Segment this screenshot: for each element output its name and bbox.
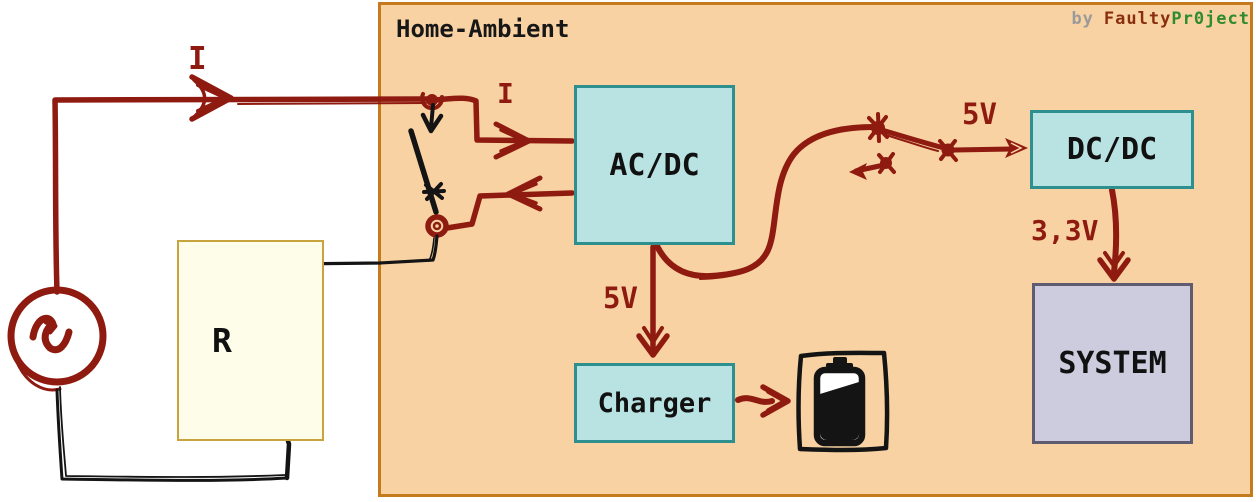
label-voltage-system: 3,3V — [1031, 214, 1099, 247]
block-charger: Charger — [574, 363, 735, 443]
charger-arrowhead — [636, 326, 670, 358]
wire-junction-1 — [867, 112, 889, 143]
credit-author-part2: Pr0ject — [1171, 9, 1250, 29]
block-charger-label: Charger — [597, 387, 712, 419]
panel-title: Home-Ambient — [396, 15, 570, 43]
wire-acdc-return — [444, 190, 575, 231]
system-arrowhead — [1097, 251, 1131, 282]
battery-icon — [796, 350, 890, 453]
wire-junction1-to-junction2 — [879, 127, 947, 151]
block-system: SYSTEM — [1032, 283, 1193, 444]
current-arrowhead-in — [493, 121, 532, 160]
block-acdc-label: AC/DC — [609, 147, 700, 183]
wire-switch-to-resistor — [287, 234, 439, 266]
wire-junction-2 — [938, 139, 958, 162]
resistor-box: R — [177, 240, 324, 441]
wire-acdc-to-dcdc — [654, 124, 877, 280]
wire-bottom-loop — [55, 388, 289, 482]
block-system-label: SYSTEM — [1058, 346, 1167, 381]
current-arrowhead-main — [189, 74, 234, 122]
ac-source-icon — [7, 286, 107, 392]
wire-junction1-to-junction2-echo — [885, 134, 939, 152]
block-acdc: AC/DC — [574, 85, 735, 245]
credit-author-part1: Faulty — [1103, 9, 1172, 29]
battery-arrowhead — [760, 384, 791, 418]
switch-icon — [408, 92, 449, 238]
wire-bottom-loop-echo — [59, 386, 286, 478]
wire-charger-to-battery — [735, 395, 775, 405]
credit-line: by FaultyPr0ject — [1071, 9, 1250, 29]
block-dcdc: DC/DC — [1030, 110, 1194, 189]
return-arrowhead — [505, 175, 543, 212]
wire-source-to-switch — [52, 96, 433, 295]
wire-switch-to-acdc — [433, 95, 575, 144]
wire-source-to-switch-echo — [237, 102, 427, 105]
block-dcdc-label: DC/DC — [1066, 132, 1158, 167]
label-current-main: I — [188, 41, 207, 77]
label-voltage-charger: 5V — [603, 281, 638, 315]
tap-arrow — [849, 152, 896, 180]
label-current-in: I — [497, 77, 514, 110]
wire-dcdc-to-system — [1109, 187, 1120, 275]
wire-switch-to-resistor-echo — [428, 237, 435, 262]
wire-to-dcdc-input — [951, 146, 1015, 153]
credit-by: by — [1071, 9, 1094, 29]
label-voltage-dcdc: 5V — [962, 97, 997, 131]
wire-acdc-to-dcdc-echo — [699, 253, 767, 280]
resistor-label: R — [212, 321, 232, 360]
dcdc-input-arrowhead — [1005, 138, 1028, 158]
